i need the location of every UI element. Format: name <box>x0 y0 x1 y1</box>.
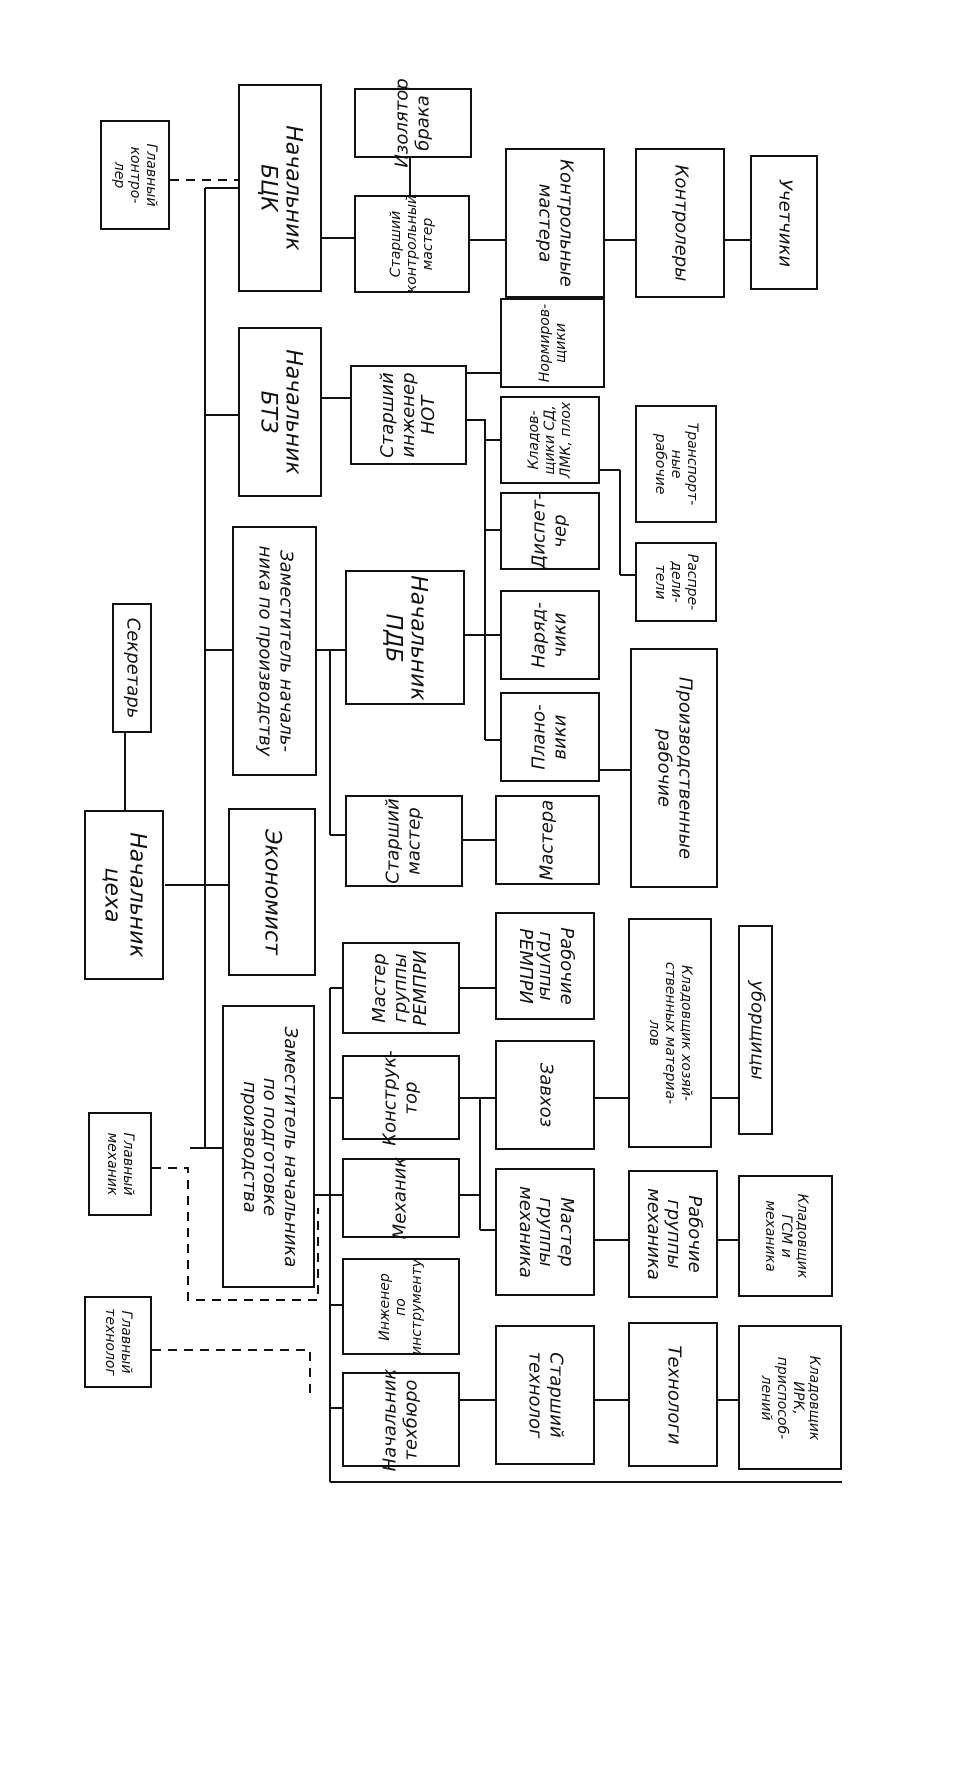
box-secretary: Секретарь <box>112 603 152 733</box>
box-rate-setters: Нормиров-щики <box>500 298 605 388</box>
box-distributors: Распре-дели-тели <box>635 542 717 622</box>
box-economist: Экономист <box>228 808 316 976</box>
box-controllers: Контролеры <box>635 148 725 298</box>
box-household-storekeeper: Кладовщик хозяй-ственных материа-лов <box>628 918 712 1148</box>
box-designer: Конструк-тор <box>342 1050 460 1145</box>
box-masters: Мастера <box>495 795 600 885</box>
box-mechanic: Механик <box>342 1157 460 1239</box>
box-order-clerks: Наряд-чики <box>500 590 600 680</box>
box-supply-manager: Завхоз <box>495 1040 595 1150</box>
box-deputy-production: Заместитель началь-ника по производству <box>232 526 317 776</box>
box-recorders: Учетчики <box>750 155 818 290</box>
box-dispatcher: Диспет-чер <box>500 492 600 570</box>
box-storekeepers-sd: Кладов-щики СД,ЛМК, плох <box>500 396 600 484</box>
box-technologists: Технологи <box>628 1322 718 1467</box>
box-planners: Плано-вики <box>500 692 600 782</box>
box-cleaners: уборщицы <box>738 925 773 1135</box>
